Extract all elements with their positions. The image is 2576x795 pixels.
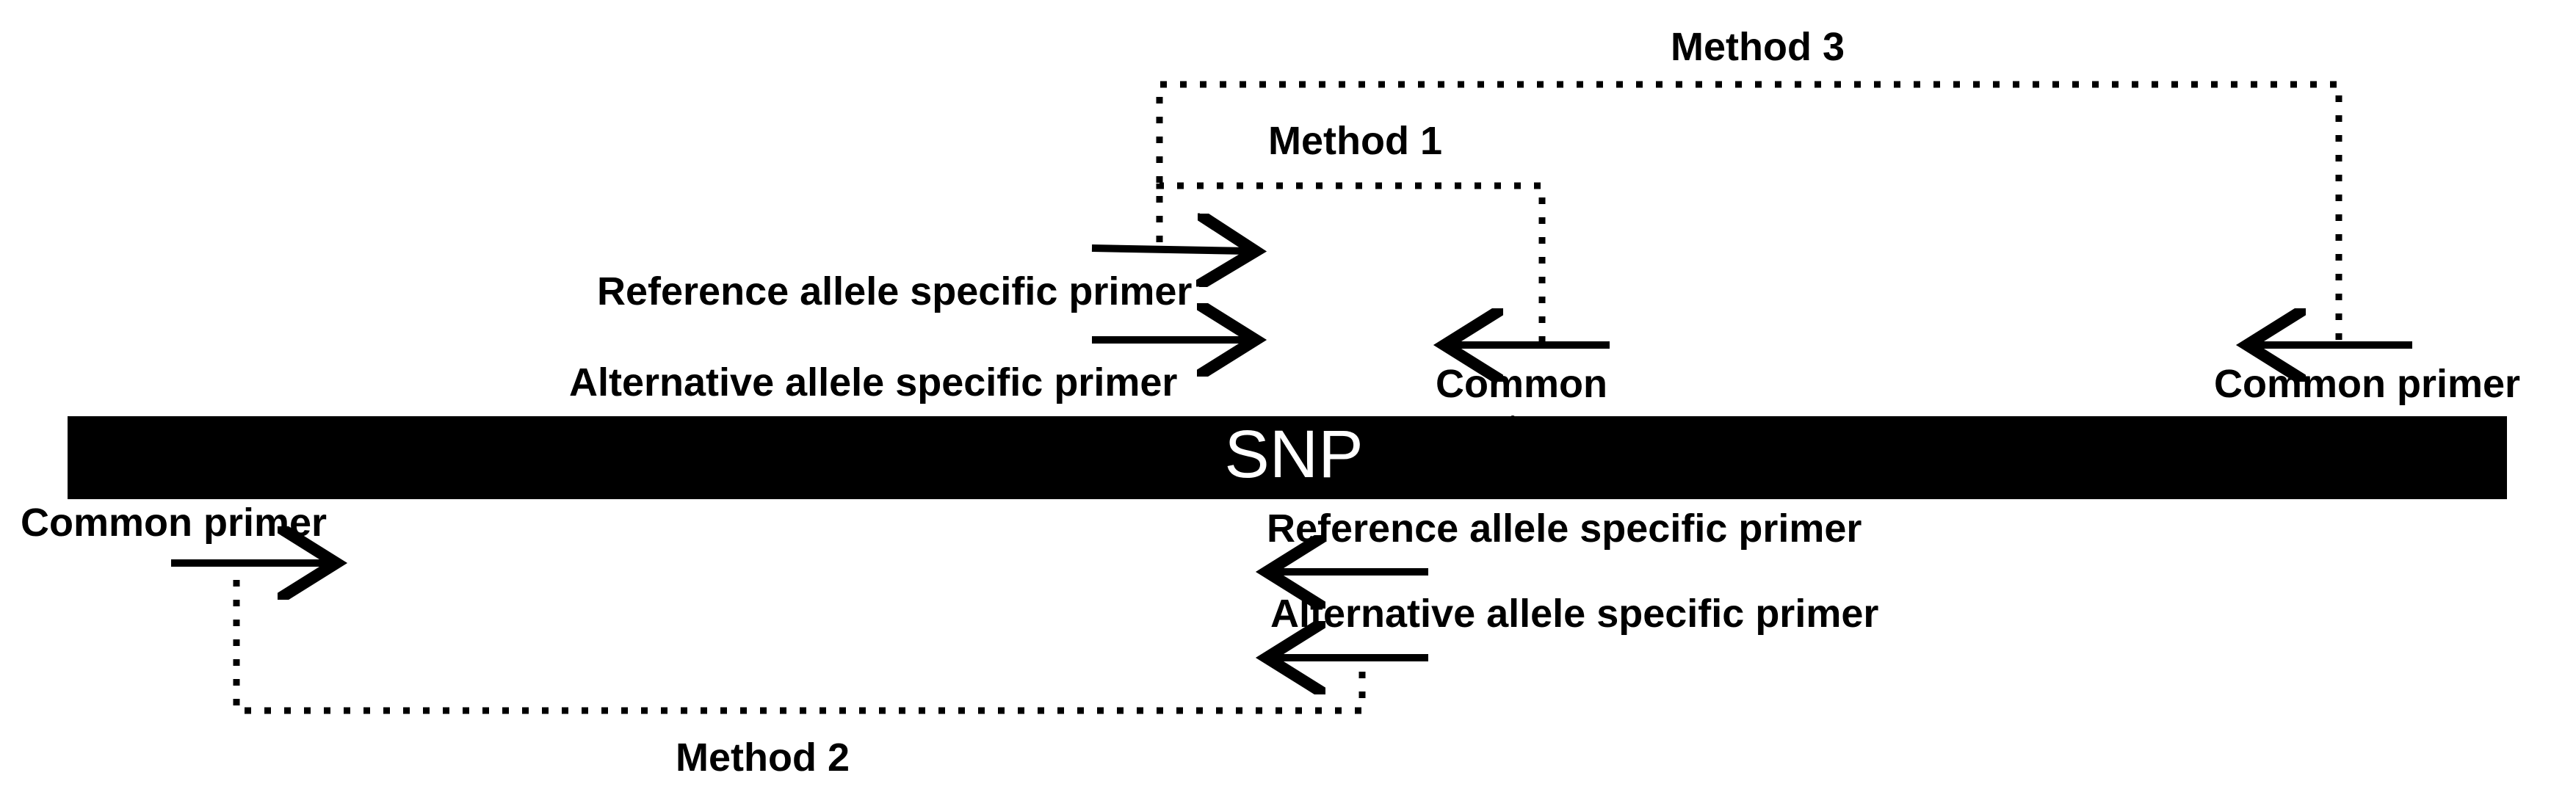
upper-alternative-primer-label: Alternative allele specific primer [569,360,1177,404]
lower-reference-primer-label: Reference allele specific primer [1267,507,1862,551]
common-primer-method-3 [2254,345,2412,355]
method-1-connector [1156,182,1546,345]
lower-alternative-primer-label: Alternative allele specific primer [1270,592,1878,636]
method-2-label: Method 2 [676,736,850,780]
common-primer-method-3-label: Common primer [2214,362,2520,406]
lower-alternative-primer [1274,658,1428,668]
lower-common-primer [171,563,329,573]
dna-strand [68,416,2507,499]
method-2-connector [233,580,1366,714]
common-primer-method-1-label: Common [1436,362,1607,406]
method-3-connector [1156,81,2342,345]
method-1-label: Method 1 [1268,119,1442,163]
common-primer-method-1 [1452,345,1610,355]
upper-reference-primer-label: Reference allele specific primer [597,269,1192,313]
snp-label: SNP [1224,417,1363,492]
lower-common-primer-label: Common primer [21,501,327,545]
upper-reference-primer [1091,248,1248,258]
method-3-label: Method 3 [1671,25,1845,69]
